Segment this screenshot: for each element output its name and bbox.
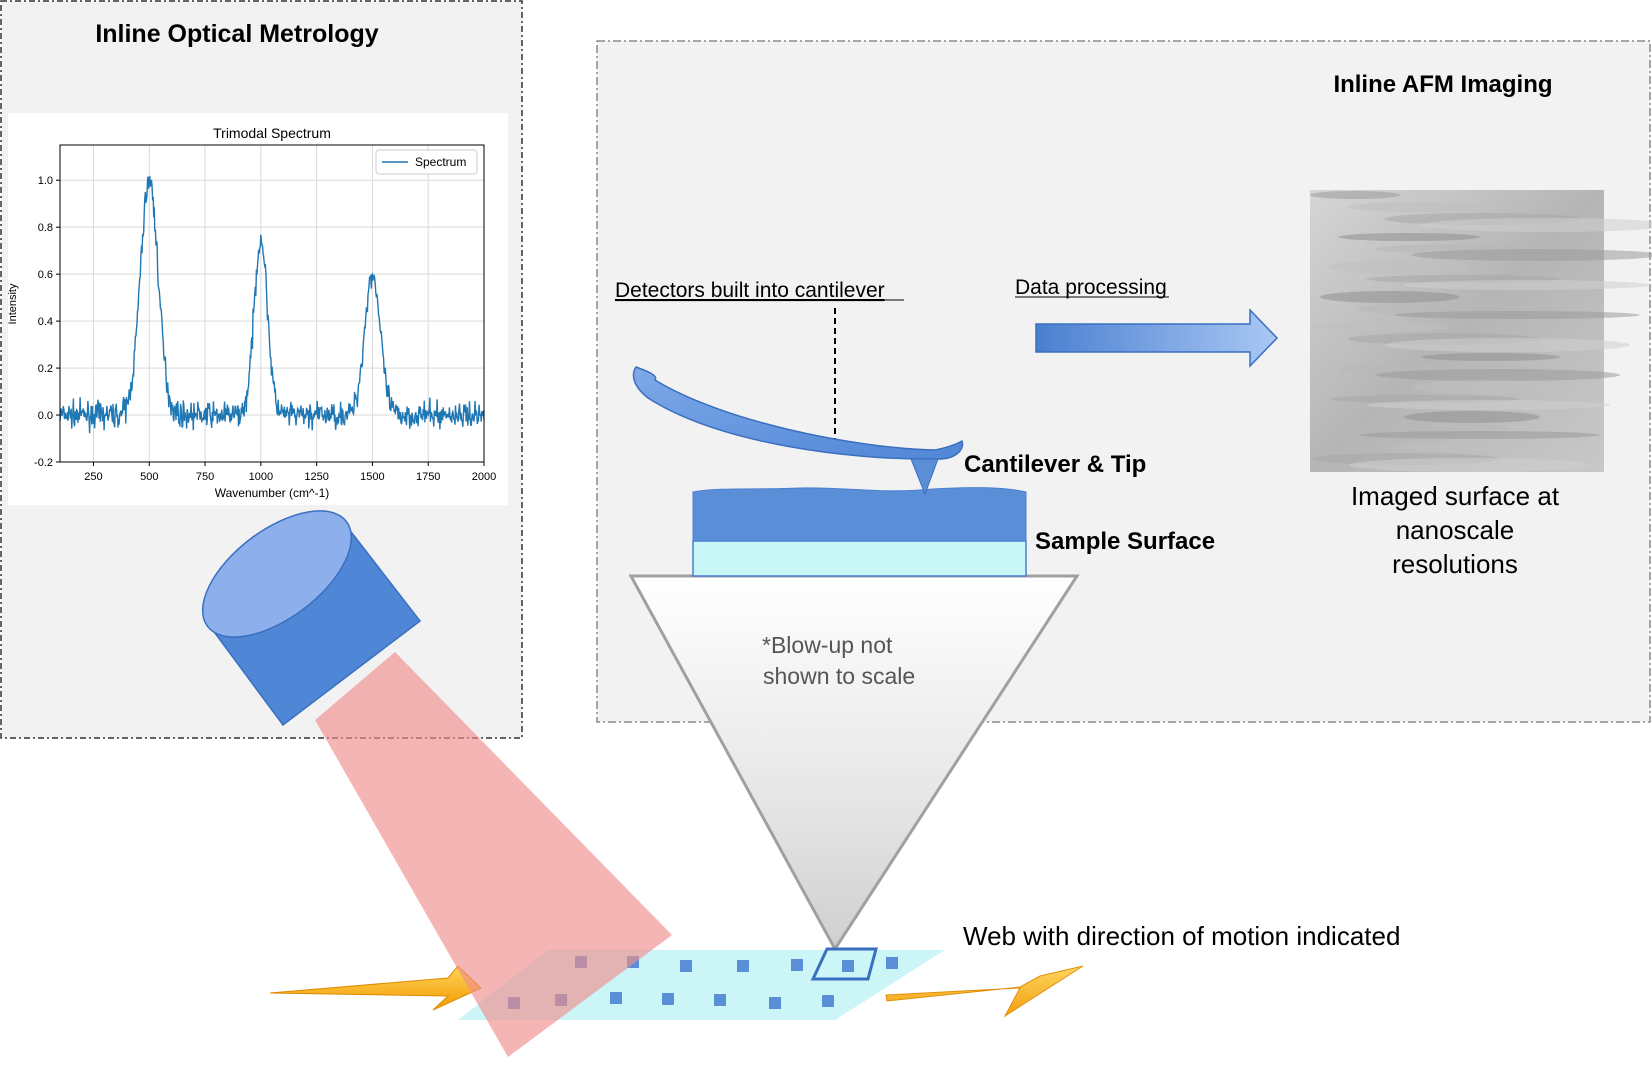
chart-ticks: 250 500 750 1000 1250 1500 1750 2000 -0.2 0.0 0.2 0… — [34, 175, 496, 483]
imaged-caption-line-3: resolutions — [1392, 549, 1518, 579]
cantilever-tip — [910, 458, 939, 496]
web-feature-square — [662, 993, 674, 1005]
chart-xlabel: Wavenumber (cm^-1) — [215, 486, 330, 500]
afm-panel-title: Inline AFM Imaging — [1333, 71, 1552, 98]
x-tick-label: 750 — [196, 471, 214, 483]
web-feature-square — [680, 960, 692, 972]
blowup-note-line-1: *Blow-up not — [762, 632, 893, 658]
chart-ylabel: Intensity — [7, 283, 19, 324]
y-tick-label: 0.0 — [38, 410, 53, 422]
x-tick-label: 500 — [140, 471, 158, 483]
y-tick-label: -0.2 — [34, 457, 53, 469]
y-tick-label: 0.4 — [38, 316, 53, 328]
y-tick-label: 0.6 — [38, 269, 53, 281]
chart-plot-frame — [59, 144, 485, 463]
y-tick-label: 1.0 — [38, 175, 53, 187]
cantilever-label: Cantilever & Tip — [964, 451, 1146, 478]
chart-title: Trimodal Spectrum — [213, 125, 331, 141]
sample-substrate — [692, 540, 1027, 577]
x-tick-label: 2000 — [472, 471, 496, 483]
data-processing-arrow — [1035, 308, 1279, 368]
afm-terrace — [1310, 191, 1400, 199]
afm-terrace — [1338, 233, 1480, 241]
x-tick-label: 1500 — [360, 471, 384, 483]
web-feature-square — [737, 960, 749, 972]
afm-terrace — [1358, 431, 1600, 439]
web-feature-square — [610, 992, 622, 1004]
afm-terrace — [1311, 322, 1450, 332]
x-tick-label: 250 — [84, 471, 102, 483]
y-tick-label: 0.8 — [38, 222, 53, 234]
afm-terrace — [1404, 411, 1540, 423]
afm-terrace — [1403, 280, 1650, 290]
scan-area-marker — [810, 947, 878, 981]
sample-surface — [692, 487, 1027, 542]
web-feature-square — [822, 995, 834, 1007]
afm-terrace — [1413, 380, 1550, 394]
afm-terrace — [1349, 458, 1590, 472]
optical-beam — [315, 652, 672, 1057]
web-motion-label: Web with direction of motion indicated — [963, 921, 1400, 951]
cantilever-beam — [632, 366, 964, 460]
afm-terrace — [1394, 311, 1640, 319]
afm-terrace — [1347, 202, 1490, 212]
web-feature-square — [791, 959, 803, 971]
web-feature-square — [886, 957, 898, 969]
afm-terrace — [1367, 400, 1610, 410]
blowup-note-line-2: shown to scale — [763, 663, 915, 689]
web-feature-square — [769, 997, 781, 1009]
afm-terrace — [1320, 291, 1460, 303]
x-tick-label: 1250 — [304, 471, 328, 483]
web-feature-square — [714, 994, 726, 1006]
data-processing-label: Data processing — [1015, 276, 1167, 299]
afm-terrace — [1385, 338, 1630, 352]
afm-terrace — [1412, 249, 1652, 261]
legend-label-spectrum: Spectrum — [415, 155, 466, 169]
motion-arrow-left — [269, 965, 482, 1011]
x-tick-label: 1000 — [249, 471, 273, 483]
spectrum-series-line — [59, 175, 485, 434]
afm-terrace — [1395, 442, 1530, 452]
x-tick-label: 1750 — [416, 471, 440, 483]
sample-surface-label: Sample Surface — [1035, 528, 1215, 555]
chart-legend: Spectrum — [375, 149, 478, 175]
detectors-label: Detectors built into cantilever — [615, 279, 885, 302]
motion-arrow-right — [885, 965, 1084, 1018]
afm-surface-image — [1310, 190, 1652, 472]
web-feature-square — [842, 960, 854, 972]
afm-terrace — [1422, 353, 1560, 361]
afm-terrace — [1329, 260, 1470, 274]
imaged-caption-line-1: Imaged surface at — [1351, 481, 1560, 511]
optical-probe — [201, 510, 422, 727]
optical-panel-title: Inline Optical Metrology — [95, 20, 378, 48]
afm-terrace — [1376, 369, 1620, 381]
spectrum-chart-card — [8, 113, 508, 505]
y-tick-label: 0.2 — [38, 363, 53, 375]
afm-terrace — [1421, 218, 1652, 232]
imaged-caption-line-2: nanoscale — [1396, 515, 1515, 545]
